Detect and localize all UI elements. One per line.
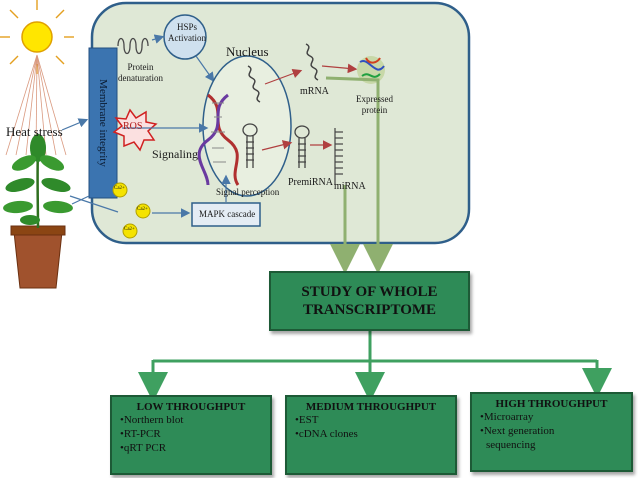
nucleus-mrna-icon (247, 65, 261, 103)
mirna-comb-icon (334, 128, 343, 185)
medium-throughput-title: MEDIUM THROUGHPUT (305, 401, 437, 413)
expressed-protein-icon (357, 56, 385, 84)
expressed-protein-label: Expressed protein (356, 94, 393, 115)
heat-stress-label: Heat stress (6, 124, 63, 139)
calcium-ion-icon (135, 203, 151, 219)
membrane-bar (88, 47, 118, 199)
sun-icon (0, 0, 74, 74)
calcium-ion-icon (112, 182, 128, 198)
membrane-integrity-label: Membrane integrity (97, 79, 109, 167)
calcium-ion-icon (122, 223, 138, 239)
medium-item: •cDNA clones (295, 428, 358, 440)
low-item: •qRT PCR (120, 442, 167, 454)
cell-to-study-arrows (325, 76, 393, 274)
protein-denaturation-icon (117, 37, 149, 55)
nucleus-hairpin-icon (242, 123, 258, 168)
ros-burst-icon (112, 108, 158, 152)
low-item: •Northern blot (120, 414, 184, 426)
calcium-label: Ca2+ (137, 207, 148, 212)
tree-connectors (138, 330, 612, 402)
potted-plant-icon (3, 134, 73, 289)
mapk-cascade-label: MAPK cascade (199, 209, 256, 219)
mirna-label: miRNA (334, 181, 366, 192)
calcium-label: Ca2+ (124, 227, 135, 232)
mapk-cascade-box (191, 202, 261, 227)
hsps-activation-label: HSPs Activation (168, 22, 206, 43)
high-throughput-box: HIGH THROUGHPUT •Microarray •Next genera… (470, 392, 633, 472)
low-throughput-box: LOW THROUGHPUT •Northern blot •RT-PCR •q… (110, 395, 272, 475)
study-title: STUDY OF WHOLE TRANSCRIPTOME (301, 284, 438, 318)
low-item: •RT-PCR (120, 428, 161, 440)
high-item: •Microarray (480, 411, 534, 423)
mrna-icon (305, 43, 319, 81)
calcium-label: Ca2+ (114, 186, 125, 191)
high-throughput-title: HIGH THROUGHPUT (495, 398, 608, 410)
protein-denaturation-label: Protein denaturation (118, 62, 163, 83)
study-transcriptome-box: STUDY OF WHOLE TRANSCRIPTOME (269, 271, 470, 331)
ros-label: ROS (123, 121, 143, 132)
mrna-label: mRNA (300, 86, 329, 97)
high-item: •Next generation (480, 425, 555, 437)
dna-helix-icon (197, 93, 240, 186)
high-item: sequencing (486, 439, 536, 451)
low-throughput-title: LOW THROUGHPUT (136, 401, 246, 413)
premirna-label: PremiRNA (288, 177, 333, 188)
signal-perception-label: Signal perception (216, 187, 280, 197)
medium-throughput-box: MEDIUM THROUGHPUT •EST •cDNA clones (285, 395, 457, 475)
signaling-label: Signaling (152, 147, 199, 161)
premirna-hairpin-icon (294, 125, 310, 168)
nucleus-label: Nucleus (226, 44, 269, 59)
medium-item: •EST (295, 414, 319, 426)
